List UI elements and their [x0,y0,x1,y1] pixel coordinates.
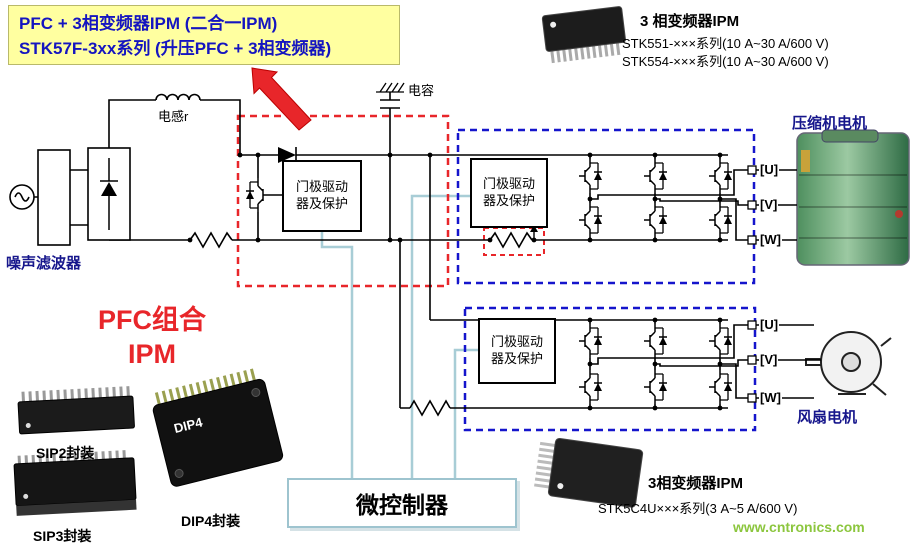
sip2-package-label: SIP2封装 [36,445,95,461]
compressor-label: 压缩机电机 [792,115,868,132]
inverter2-blue-dashed-outline [463,306,757,432]
sip3-package-label: SIP3封装 [33,528,92,544]
phase-u-label-1: [U] [759,162,780,177]
pfc-combo-label: PFC组合 IPM [98,305,206,369]
phase-w-label-2: [W] [759,390,782,405]
title-banner: PFC + 3相变频器IPM (二合一IPM) STK57F-3xx系列 (升压… [8,5,400,65]
capacitor-label: 电容 [408,83,435,98]
bottom-right-module-series: STK5C4U×××系列(3 A~5 A/600 V) [598,501,798,516]
shunt-red-dashed-outline [483,227,545,256]
mcu-label: 微控制器 [356,492,448,518]
fan-motor-drawing [805,331,892,396]
noise-filter-box [37,149,71,246]
compressor-photo [796,129,910,266]
phase-v-label-1: [V] [759,197,779,212]
chip-3ph-bottom-icon [534,438,644,508]
pfc-red-dashed-outline [236,114,450,288]
phase-u-label-2: [U] [759,317,780,332]
shunt-sense-arrow [530,225,538,232]
phase-w-label-1: [W] [759,232,782,247]
title-line1: PFC + 3相变频器IPM (二合一IPM) [19,14,278,33]
gate-driver-box-inverter1: 门极驱动器及保护 [470,158,548,228]
phase-terminals [747,165,757,403]
rectifier-box [87,147,131,241]
red-callout-arrow [251,67,312,131]
ac-source-icon [9,184,35,210]
fan-motor-label: 风扇电机 [797,409,858,426]
title-line2: STK57F-3xx系列 (升压PFC + 3相变频器) [19,39,332,58]
chip-sip3-icon [13,450,137,516]
dip4-package-label: DIP4封装 [181,513,241,529]
gate-driver-box-pfc: 门极驱动器及保护 [282,160,362,232]
top-right-module-series2: STK554-×××系列(10 A~30 A/600 V) [622,54,829,69]
chip-dip4-icon: DIP4 [152,368,284,487]
top-right-module-title: 3 相变频器IPM [640,13,740,30]
dip4-chip-marking: DIP4 [172,414,204,436]
inductor-label: 电感r [158,109,189,124]
pfc-igbt-icon [245,177,270,213]
noise-filter-label: 噪声滤波器 [6,255,82,272]
chip-sip2-icon [17,386,135,435]
gate-driver-box-inverter2: 门极驱动器及保护 [478,318,556,384]
junction-dots [187,152,723,411]
chip-3ph-top-icon [541,6,626,64]
top-right-module-series1: STK551-×××系列(10 A~30 A/600 V) [622,36,829,51]
mcu-box: 微控制器 [287,478,517,528]
phase-v-label-2: [V] [759,352,779,367]
bottom-right-module-title: 3相变频器IPM [648,475,744,492]
watermark-url: www.cntronics.com [733,519,865,535]
